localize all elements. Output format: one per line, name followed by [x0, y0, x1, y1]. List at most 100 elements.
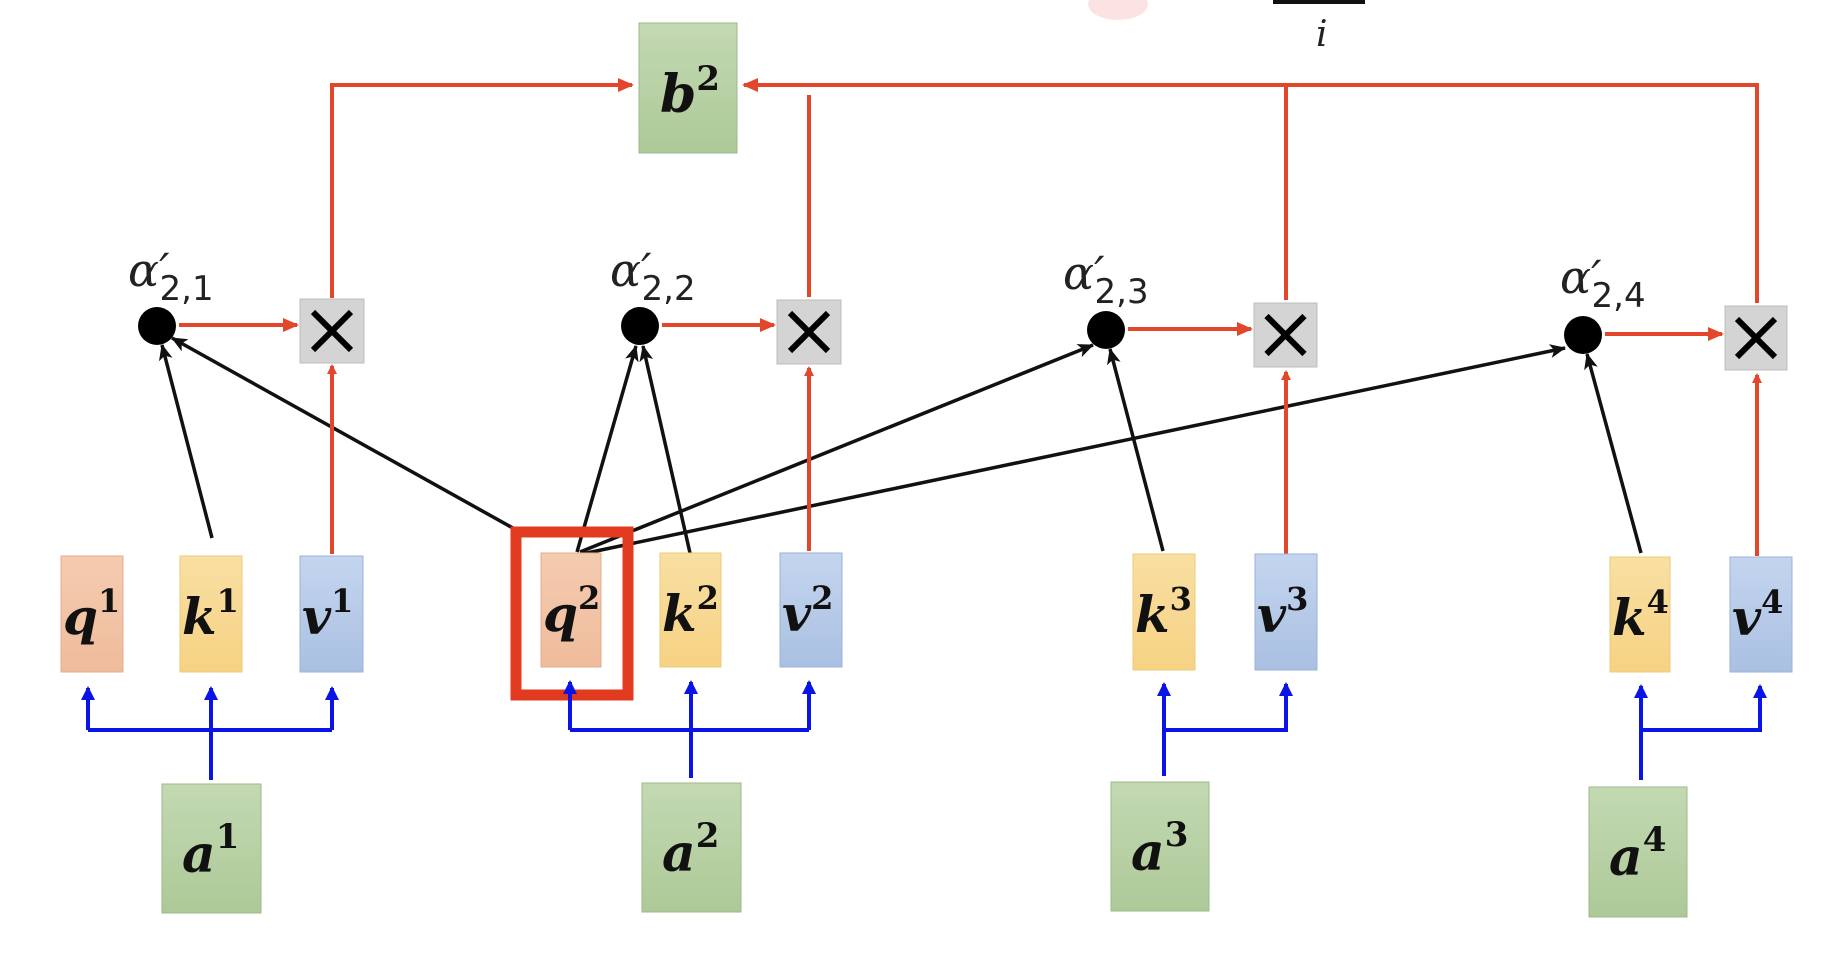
input-label: a4: [1609, 820, 1666, 888]
weight-label-sub: 2,2: [642, 269, 696, 309]
vector-k1: k1: [179, 555, 243, 673]
label-sup: 2: [696, 816, 720, 856]
weight-node: [1564, 316, 1602, 354]
label-sup: 4: [1643, 820, 1667, 860]
attention-weight-1: α′2,1: [128, 243, 365, 364]
weight-node: [138, 307, 176, 345]
vector-v4: v4: [1729, 556, 1793, 673]
arrow-k1-to-alpha21: [158, 344, 214, 539]
query-box: [60, 555, 124, 673]
value-box: [1254, 553, 1318, 671]
label-sup: 1: [331, 582, 353, 620]
value-box: [1729, 556, 1793, 673]
formula-index: i: [1316, 14, 1328, 55]
sum-line-4: [742, 78, 1759, 303]
arrow-q2-to-alpha22: [575, 345, 639, 553]
label-sup: 4: [1761, 583, 1783, 621]
blue-branch-a2: [568, 684, 811, 778]
input-label: a1: [182, 817, 239, 885]
key-label: k4: [1612, 583, 1669, 647]
arrow-k2-to-alpha22: [639, 345, 692, 554]
weight-label: α′2,3: [1063, 246, 1149, 312]
key-box: [1609, 556, 1671, 673]
weight-label-sub: 2,4: [1592, 276, 1646, 316]
arrow-k4-to-alpha24: [1584, 353, 1643, 554]
blue-branch-a4: [1639, 688, 1762, 780]
label-sup: 3: [1170, 580, 1192, 618]
vector-k3: k3: [1132, 553, 1196, 671]
key-label: k2: [662, 579, 719, 643]
multiply-node: [776, 299, 842, 365]
formula-fragment: i: [1088, 0, 1365, 55]
key-box: [659, 552, 722, 668]
output-b2: b2: [638, 22, 738, 154]
weight-label-base: α′: [1063, 246, 1105, 300]
multiply-node: [1724, 305, 1788, 371]
label-base: q: [543, 584, 578, 643]
output-sup: 2: [696, 59, 720, 99]
arrow-q2-to-alpha23: [579, 343, 1094, 554]
label-base: a: [1609, 827, 1643, 888]
input-label: a2: [662, 816, 719, 884]
label-base: v: [782, 584, 812, 643]
weight-node: [1087, 311, 1125, 349]
label-base: a: [662, 823, 696, 884]
vector-v3: v3: [1254, 553, 1318, 671]
weight-label-sub: 2,3: [1095, 272, 1149, 312]
multiply-node: [299, 298, 365, 364]
sum-lines: [330, 78, 1759, 303]
weight-node: [621, 307, 659, 345]
multiply-icon: [310, 309, 354, 353]
attention-weight-2: α′2,2: [610, 243, 842, 365]
svg-text:b2: b2: [660, 59, 720, 125]
label-base: a: [182, 824, 216, 885]
input-arrows: [81, 680, 1767, 780]
score-arrows: [158, 336, 1643, 568]
multiply-node: [1253, 302, 1318, 368]
input-box: [1588, 786, 1688, 918]
weight-label: α′2,2: [610, 243, 696, 309]
sum-line-1: [330, 78, 634, 298]
blue-branch-a3: [1162, 686, 1288, 776]
weight-label: α′2,4: [1560, 250, 1646, 316]
key-label: k1: [182, 582, 239, 646]
label-sup: 1: [98, 582, 120, 620]
arrow-q2-to-alpha24: [581, 344, 1566, 556]
label-base: v: [1732, 588, 1762, 647]
value-box: [779, 552, 843, 668]
fraction-bar: [1273, 0, 1365, 4]
label-base: k: [182, 587, 217, 646]
label-sup: 3: [1286, 580, 1308, 618]
value-box: [299, 555, 364, 673]
arrow-q2-to-alpha21: [171, 336, 521, 534]
query-label: q2: [543, 579, 600, 643]
label-base: v: [1257, 585, 1287, 644]
label-sup: 2: [578, 579, 600, 617]
arrow-k3-to-alpha23: [1107, 348, 1165, 552]
weight-label-sub: 2,1: [160, 269, 214, 309]
vector-k2: k2: [659, 552, 722, 668]
value-label: v1: [302, 582, 353, 646]
blue-branch-a1: [86, 690, 334, 780]
label-base: a: [1131, 822, 1165, 883]
weight-label-base: α′: [610, 243, 652, 297]
input-a3: a3: [1110, 781, 1210, 912]
output-base: b: [660, 64, 696, 125]
query-box: [540, 552, 602, 668]
input-label: a3: [1131, 815, 1188, 883]
value-arrows: [327, 364, 1762, 556]
input-a2: a2: [641, 782, 742, 913]
multiply-icon: [1734, 316, 1778, 360]
weight-label-base: α′: [1560, 250, 1602, 304]
label-sup: 4: [1647, 583, 1669, 621]
attention-weight-3: α′2,3: [1063, 246, 1318, 368]
value-label: v3: [1257, 580, 1308, 644]
label-base: q: [63, 587, 98, 646]
vector-k4: k4: [1609, 556, 1671, 673]
label-base: k: [1135, 585, 1170, 644]
weight-label: α′2,1: [128, 243, 214, 309]
